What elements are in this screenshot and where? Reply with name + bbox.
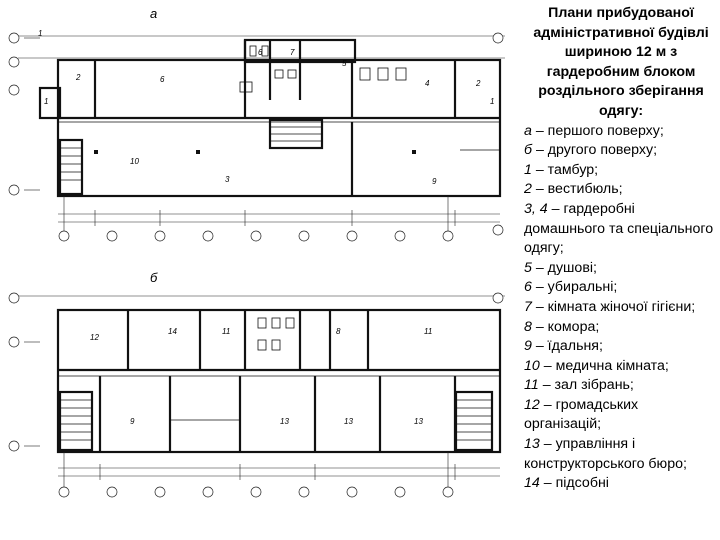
plan-b-room-label: 14 — [168, 327, 177, 336]
legend-item: 1 – тамбур; — [524, 161, 718, 181]
plan-a-room-label: 1 — [38, 29, 42, 38]
legend-item: 5 – душові; — [524, 259, 718, 279]
plan-a-room-label: 10 — [130, 157, 139, 166]
legend-key: 12 — [524, 396, 540, 413]
legend-text: – громадських організацій; — [524, 396, 639, 433]
plan-a-room-label: 3 — [225, 175, 230, 184]
legend-item: 12 – громадських організацій; — [524, 396, 718, 435]
legend-key: 1 — [524, 161, 532, 178]
legend-key: 11 — [524, 377, 539, 394]
legend-text: – гардеробні домашнього та спеціального … — [524, 200, 714, 257]
legend-key: 3, 4 — [524, 200, 548, 217]
plan-a-room-label: 2 — [475, 79, 481, 88]
legend-item: 14 – підсобні — [524, 474, 718, 494]
legend-item: 8 – комора; — [524, 318, 718, 338]
legend-item: 13 – управління і конструкторського бюро… — [524, 435, 718, 474]
legend-item: б – другого поверху; — [524, 141, 718, 161]
plan-a-room-label: 1 — [44, 97, 48, 106]
legend-item: 9 – їдальня; — [524, 337, 718, 357]
plan-b-room-label: 13 — [344, 417, 353, 426]
legend-item: 3, 4 – гардеробні домашнього та спеціаль… — [524, 200, 718, 259]
plan-a-room-label: 2 — [75, 73, 81, 82]
legend-item: 2 – вестибюль; — [524, 180, 718, 200]
legend-key: 8 — [524, 318, 532, 335]
legend-text: – першого поверху; — [535, 122, 664, 139]
plan-b-label: б — [150, 270, 158, 285]
legend-text: – вестибюль; — [535, 181, 623, 198]
plan-b-room-label: 8 — [336, 327, 341, 336]
plan-a-room-label: 6 — [160, 75, 165, 84]
legend-text: – медична кімната; — [543, 357, 669, 374]
legend-key: 6 — [524, 279, 532, 296]
legend-text: – кімната жіночої гігієни; — [535, 298, 696, 315]
legend-item: 11 – зал зібрань; — [524, 376, 718, 396]
plan-b-second-floor: б — [8, 270, 505, 498]
plan-b-room-label: 9 — [130, 417, 135, 426]
legend-key: б — [524, 142, 532, 159]
legend-text: – убиральні; — [535, 279, 618, 296]
legend-item: 10 – медична кімната; — [524, 357, 718, 377]
legend-key: 7 — [524, 298, 532, 315]
legend-item: 7 – кімната жіночої гігієни; — [524, 298, 718, 318]
legend-text: – їдальня; — [535, 338, 603, 355]
floor-plans-drawing: а — [8, 6, 505, 498]
legend-text: – комора; — [535, 318, 600, 335]
legend-text: – зал зібрань; — [542, 377, 634, 394]
plan-a-room-label: 9 — [432, 177, 437, 186]
legend-text: – тамбур; — [535, 161, 599, 178]
plan-a-room-label: 5 — [342, 59, 347, 68]
legend-text: – душові; — [535, 259, 597, 276]
plan-a-room-label: 6 — [258, 48, 263, 57]
legend-key: 2 — [524, 181, 532, 198]
plan-a-room-label: 4 — [425, 79, 430, 88]
legend-item: 6 – убиральні; — [524, 278, 718, 298]
legend-panel: Плани прибудованої адміністративної буді… — [524, 4, 718, 540]
legend-text: – управління і конструкторського бюро; — [524, 436, 687, 472]
plan-a-label: а — [150, 6, 157, 21]
legend-item: а – першого поверху; — [524, 122, 718, 142]
plan-b-room-label: 11 — [424, 327, 432, 336]
plan-a-room-label: 1 — [490, 97, 494, 106]
legend-key: а — [524, 122, 532, 139]
legend-key: 9 — [524, 338, 532, 355]
plan-b-room-label: 13 — [280, 417, 289, 426]
plan-a-room-label: 7 — [290, 48, 295, 57]
legend-key: 5 — [524, 259, 532, 276]
plan-a-first-floor: а — [8, 6, 505, 242]
legend-key: 13 — [524, 436, 540, 453]
legend-text: – другого поверху; — [535, 142, 658, 159]
plan-b-room-label: 11 — [222, 327, 230, 336]
legend-text: – підсобні — [543, 475, 609, 492]
plan-b-room-label: 13 — [414, 417, 423, 426]
legend-key: 10 — [524, 357, 540, 374]
legend-title: Плани прибудованої адміністративної буді… — [533, 5, 709, 119]
plan-b-room-label: 12 — [90, 333, 99, 342]
legend-key: 14 — [524, 475, 540, 492]
